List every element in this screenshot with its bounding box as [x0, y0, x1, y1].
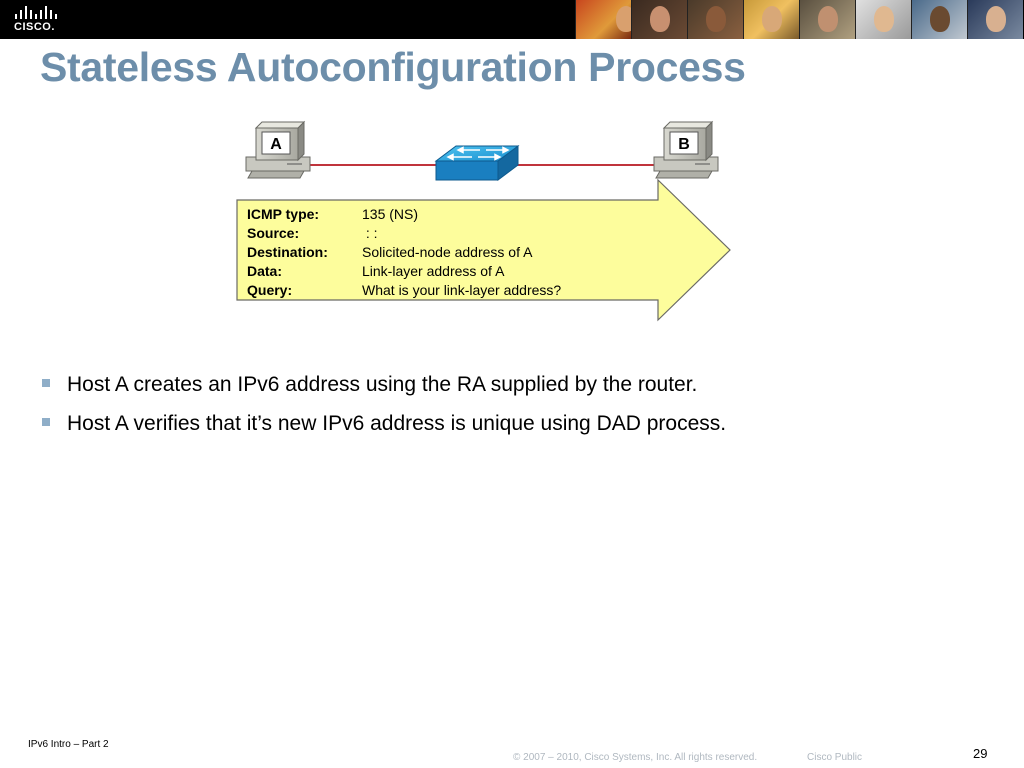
bullet-text: Host A creates an IPv6 address using the… — [67, 373, 698, 396]
header-photo-strip — [575, 0, 1024, 39]
host-b-computer-icon — [653, 120, 719, 179]
message-arrow — [236, 178, 731, 322]
header-photo — [911, 0, 967, 39]
message-field-row: Query: What is your link-layer address? — [247, 281, 561, 300]
message-field-row: Destination: Solicited-node address of A — [247, 243, 561, 262]
host-a-label: A — [270, 136, 282, 153]
message-field-name: Data: — [247, 263, 283, 279]
switch-icon — [434, 145, 520, 181]
icmp-message-fields: ICMP type:135 (NS)Source: : :Destination… — [247, 205, 561, 300]
message-field-value: 135 (NS) — [362, 206, 419, 222]
header-banner: CISCO. — [0, 0, 1024, 39]
message-field-value: Link-layer address of A — [362, 263, 505, 279]
header-photo — [575, 0, 631, 39]
header-photo — [967, 0, 1023, 39]
footer-copyright: © 2007 – 2010, Cisco Systems, Inc. All r… — [513, 752, 758, 763]
bullet-square-icon — [42, 379, 50, 387]
header-photo — [631, 0, 687, 39]
message-field-name: Source: — [247, 225, 300, 241]
header-photo — [855, 0, 911, 39]
message-field-row: ICMP type: 135 (NS) — [247, 205, 561, 224]
message-field-name: Destination: — [247, 244, 328, 260]
page-title: Stateless Autoconfiguration Process — [40, 44, 746, 90]
message-field-row: Data: Link-layer address of A — [247, 262, 561, 281]
message-field-value: : : — [362, 225, 378, 241]
bullet-square-icon — [42, 418, 50, 426]
cisco-bars-icon — [15, 6, 57, 19]
message-field-name: Query: — [247, 282, 293, 298]
bullet-list: Host A creates an IPv6 address using the… — [42, 370, 726, 448]
bullet-text: Host A verifies that it’s new IPv6 addre… — [67, 412, 727, 435]
message-field-value: Solicited-node address of A — [362, 244, 533, 260]
footer-deck-title: IPv6 Intro – Part 2 — [28, 739, 109, 750]
cisco-logo: CISCO. — [0, 0, 64, 39]
header-photo — [687, 0, 743, 39]
header-photo — [799, 0, 855, 39]
bullet-item: Host A verifies that it’s new IPv6 addre… — [42, 409, 726, 439]
message-field-row: Source: : : — [247, 224, 561, 243]
host-a-computer-icon — [245, 120, 311, 179]
header-photo — [743, 0, 799, 39]
host-b-label: B — [678, 136, 690, 153]
message-field-name: ICMP type: — [247, 206, 320, 222]
message-field-value: What is your link-layer address? — [362, 282, 562, 298]
page-number: 29 — [973, 746, 988, 761]
cisco-logo-text: CISCO. — [14, 21, 55, 33]
bullet-item: Host A creates an IPv6 address using the… — [42, 370, 726, 400]
footer-classification: Cisco Public — [807, 752, 863, 763]
